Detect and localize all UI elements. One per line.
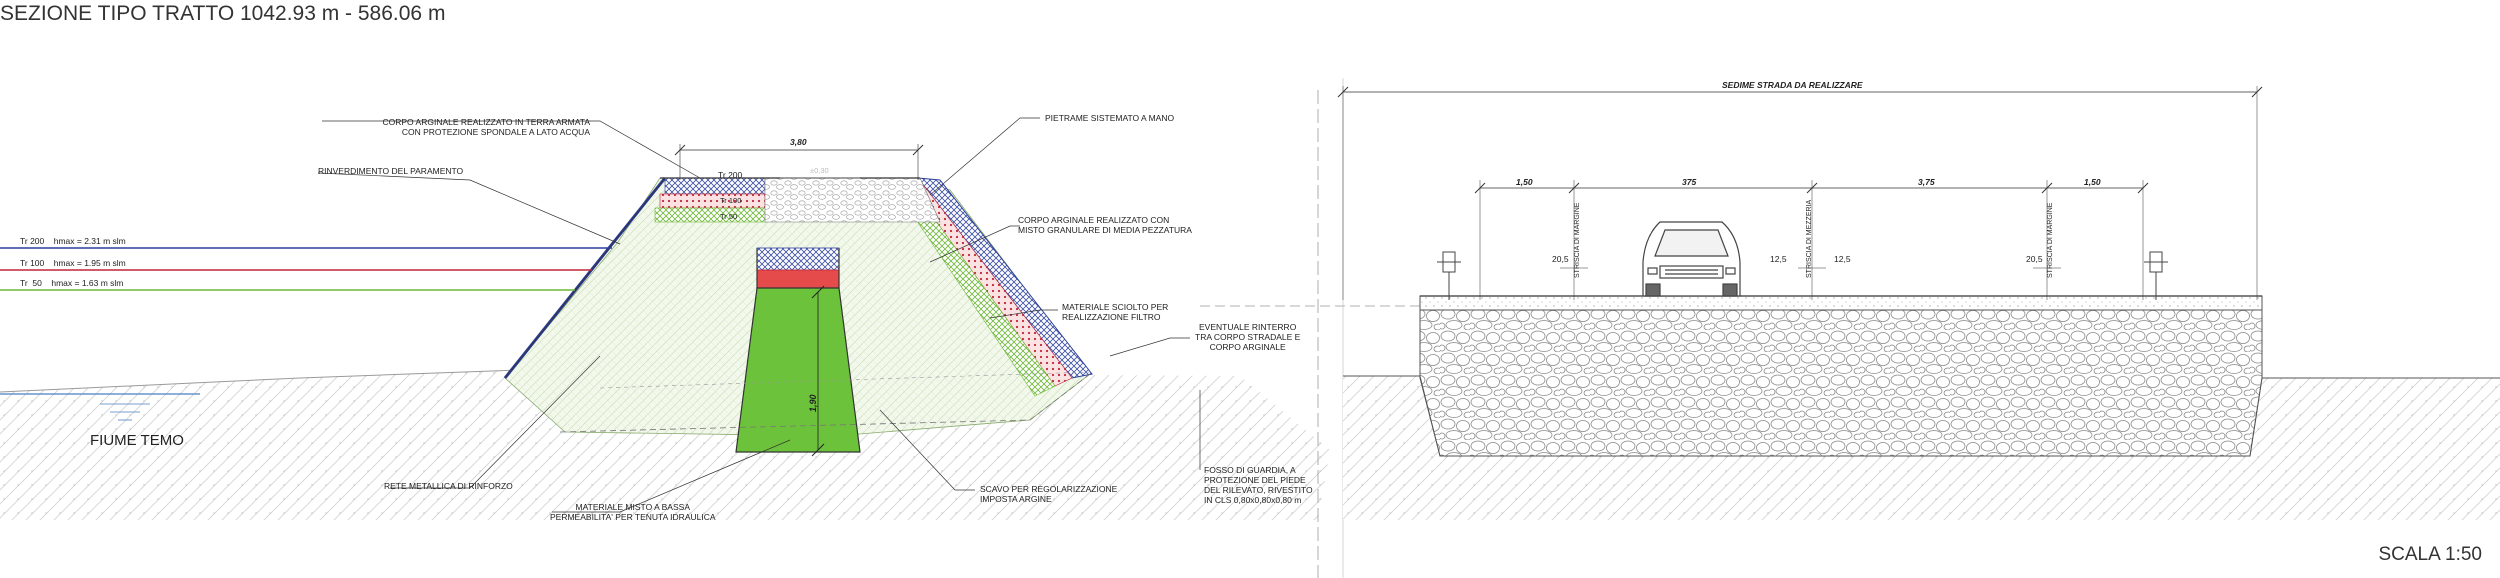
dim-margin-left: 1,50 — [1516, 177, 1533, 187]
label-rinterro: EVENTUALE RINTERRO TRA CORPO STRADALE E … — [1195, 322, 1301, 352]
road-stone-fill — [1419, 309, 2263, 457]
label-sedime: SEDIME STRADA DA REALIZZARE — [1722, 80, 1863, 90]
guardrail-left — [1437, 251, 1461, 300]
striscia-mezzeria: STRISCIA DI MEZZERIA — [1806, 199, 1813, 278]
guardrail-right — [2144, 251, 2168, 300]
road-base-layer — [1419, 295, 2263, 311]
top-layer-tr50 — [654, 207, 768, 223]
label-scavo: SCAVO PER REGOLARIZZAZIONE IMPOSTA ARGIN… — [980, 484, 1118, 504]
offset-left: 20,5 — [1552, 254, 1569, 264]
impermeable-core — [735, 287, 861, 453]
label-materiale-sciolto: MATERIALE SCIOLTO PER REALIZZAZIONE FILT… — [1062, 302, 1169, 322]
drawing-title: SEZIONE TIPO TRATTO 1042.93 m - 586.06 m — [0, 2, 446, 25]
car-icon — [1642, 221, 1741, 297]
label-rete: RETE METALLICA DI RINFORZO — [384, 481, 513, 491]
leader-lines — [317, 117, 1201, 513]
top-layer-tr200 — [664, 177, 766, 195]
level-label-tr100: Tr 100 hmax = 1.95 m slm — [20, 258, 126, 268]
dim-lane-left: 375 — [1682, 177, 1697, 187]
label-corpo-misto: CORPO ARGINALE REALIZZATO CON MISTO GRAN… — [1018, 215, 1192, 235]
striscia-margine-left: STRISCIA DI MARGINE — [1574, 202, 1581, 278]
offset-right: 20,5 — [2026, 254, 2043, 264]
level-label-tr50: Tr 50 hmax = 1.63 m slm — [20, 278, 124, 288]
level-label-tr200: Tr 200 hmax = 2.31 m slm — [20, 236, 126, 246]
offset-mid-right: 12,5 — [1834, 254, 1851, 264]
label-pietrame: PIETRAME SISTEMATO A MANO — [1045, 113, 1175, 123]
river-label: FIUME TEMO — [90, 432, 184, 449]
ground-right — [1343, 376, 2500, 520]
label-fosso: FOSSO DI GUARDIA, A PROTEZIONE DEL PIEDE… — [1204, 465, 1313, 505]
layer-label-tr200: Tr 200 — [718, 170, 743, 180]
river-water — [0, 393, 200, 421]
dim-ghost: ±0,30 — [810, 166, 829, 175]
top-pietrame — [764, 177, 941, 223]
core-tr200-band — [756, 247, 840, 271]
dim-top-width: 3,80 — [790, 137, 807, 147]
layer-label-tr100: Tr 100 — [720, 196, 742, 205]
layer-label-tr50: Tr 50 — [720, 212, 738, 221]
striscia-margine-right: STRISCIA DI MARGINE — [2047, 202, 2054, 278]
top-layer-tr100 — [659, 193, 766, 209]
dim-lane-right: 3,75 — [1918, 177, 1935, 187]
label-rinverdimento: RINVERDIMENTO DEL PARAMENTO — [318, 166, 464, 176]
dim-core-height: 1,90 — [808, 394, 818, 412]
label-corpo-terra-armata: CORPO ARGINALE REALIZZATO IN TERRA ARMAT… — [382, 117, 590, 137]
core-tr100-band — [756, 269, 840, 289]
scale-label: SCALA 1:50 — [2378, 544, 2482, 565]
dim-margin-right: 1,50 — [2084, 177, 2101, 187]
offset-mid-left: 12,5 — [1770, 254, 1787, 264]
label-materiale-misto: MATERIALE MISTO A BASSA PERMEABILITA' PE… — [550, 502, 716, 522]
